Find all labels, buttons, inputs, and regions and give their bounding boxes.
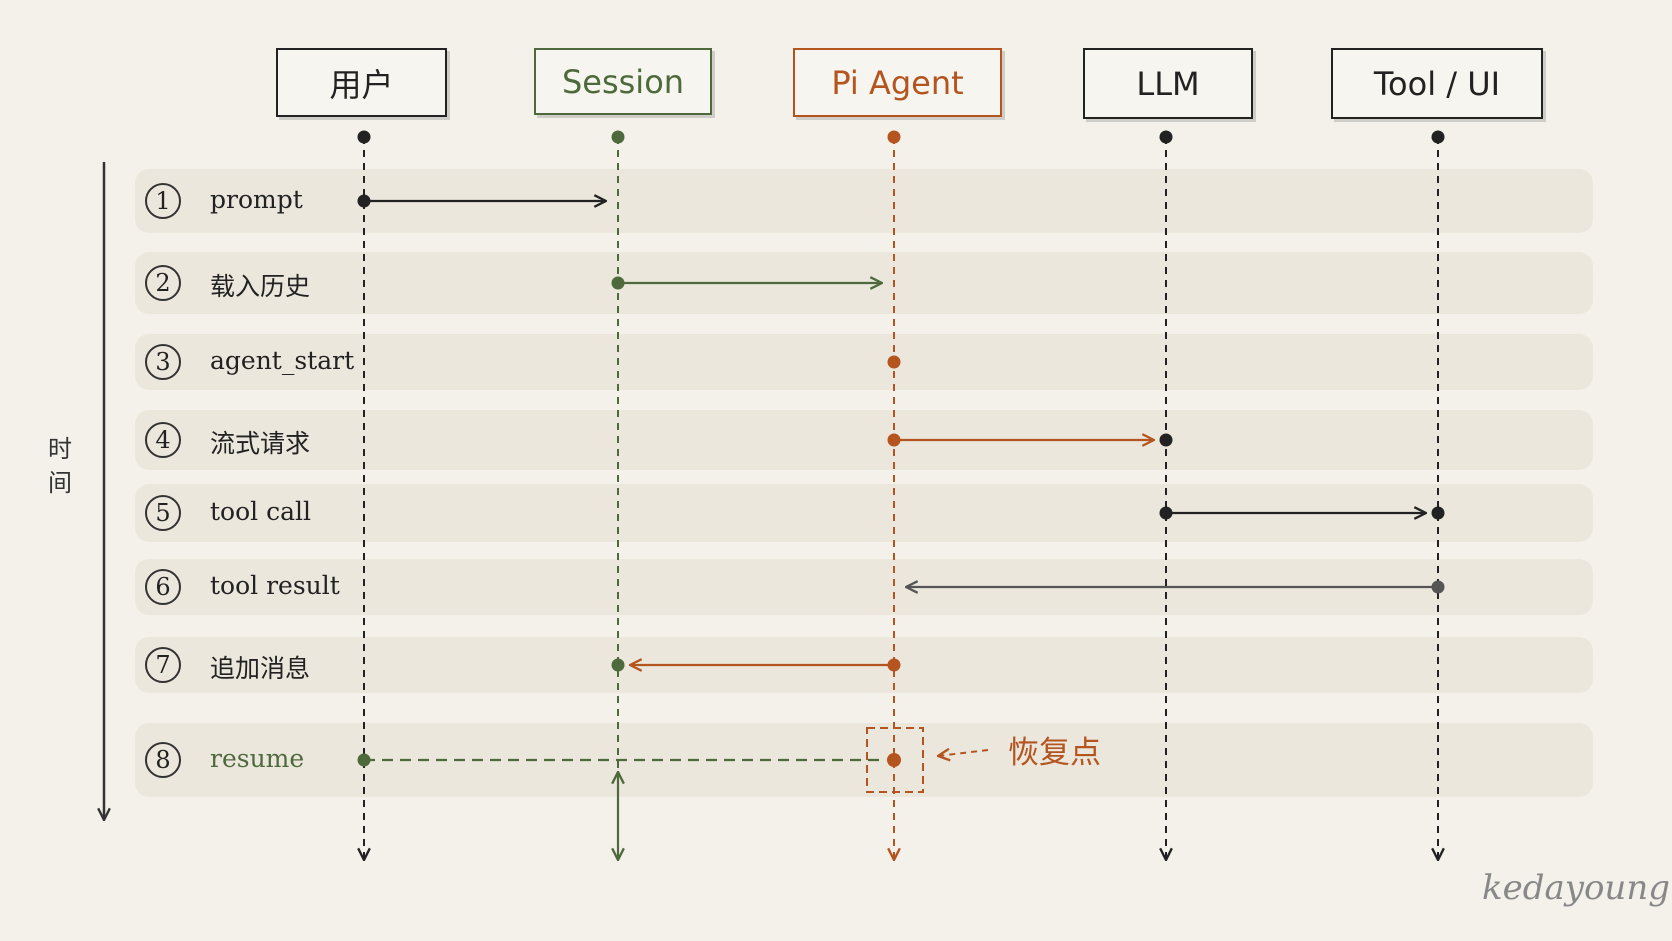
- step-label: 流式请求: [210, 429, 311, 458]
- actor-user: 用户: [276, 48, 447, 117]
- step-label: prompt: [210, 185, 303, 214]
- actor-llm: LLM: [1083, 48, 1253, 119]
- step-label: 追加消息: [210, 654, 311, 683]
- step-label: tool call: [210, 497, 311, 526]
- step-band: [135, 723, 1593, 797]
- step-band: [135, 559, 1593, 615]
- actor-label: 用户: [329, 65, 394, 104]
- message-target-dot: [1431, 506, 1445, 520]
- step-number: 2: [145, 265, 181, 301]
- step-number: 1: [145, 183, 181, 219]
- lifeline-head-dot: [357, 130, 371, 144]
- lifeline-head-dot: [1431, 130, 1445, 144]
- actor-tool: Tool / UI: [1331, 48, 1543, 119]
- actor-agent: Pi Agent: [793, 48, 1002, 117]
- message-target-dot: [611, 658, 625, 672]
- message-target-dot: [887, 753, 901, 767]
- actor-label: Pi Agent: [831, 63, 964, 102]
- lifeline-head-dot: [611, 130, 625, 144]
- step-number: 7: [145, 647, 181, 683]
- actor-label: Session: [561, 62, 685, 101]
- resume-point-box: [866, 727, 924, 793]
- signature: kedayoung: [1482, 868, 1670, 908]
- resume-point-pointer: [938, 750, 989, 756]
- lifeline-head-dot: [887, 130, 901, 144]
- step-label: tool result: [210, 571, 340, 600]
- step-band: [135, 334, 1593, 390]
- time-axis-label: 时间: [48, 435, 72, 497]
- lifeline-head-dot: [1159, 130, 1173, 144]
- step-number: 4: [145, 422, 181, 458]
- actor-label: LLM: [1136, 64, 1200, 103]
- step-label: 载入历史: [210, 272, 311, 301]
- step-label: agent_start: [210, 346, 355, 375]
- step-label: resume: [210, 744, 305, 773]
- event-dot: [887, 355, 901, 369]
- message-target-dot: [1159, 433, 1173, 447]
- actor-label: Tool / UI: [1373, 64, 1501, 103]
- step-band: [135, 410, 1593, 470]
- actor-session: Session: [534, 48, 712, 115]
- step-band: [135, 484, 1593, 542]
- resume-point-label: 恢复点: [1008, 735, 1101, 771]
- step-number: 8: [145, 742, 181, 778]
- step-number: 3: [145, 344, 181, 380]
- step-number: 5: [145, 495, 181, 531]
- step-number: 6: [145, 569, 181, 605]
- step-band: [135, 169, 1593, 233]
